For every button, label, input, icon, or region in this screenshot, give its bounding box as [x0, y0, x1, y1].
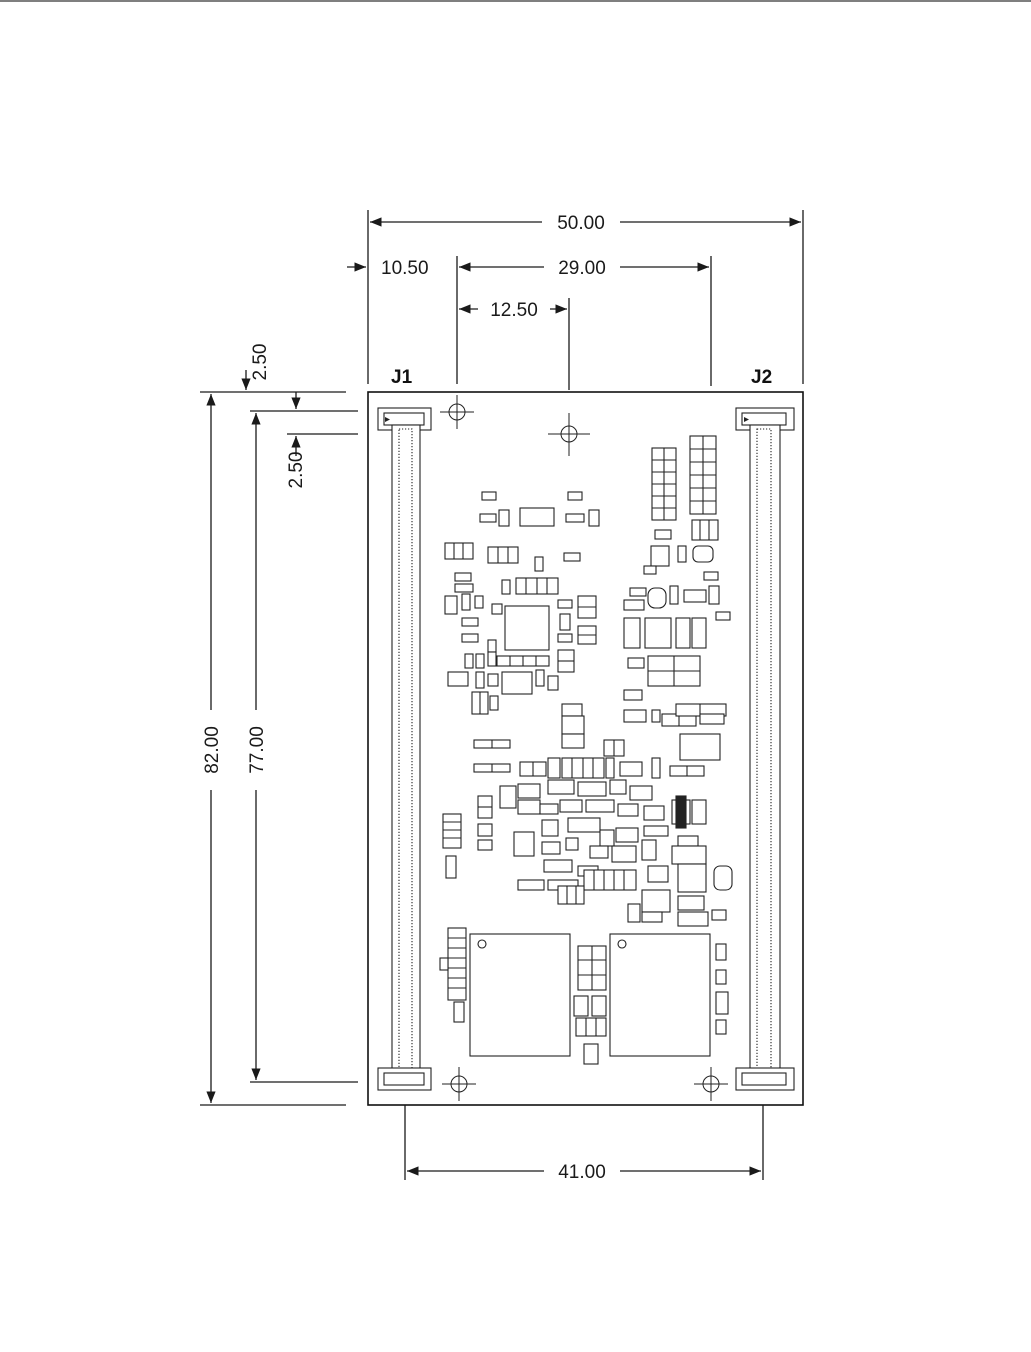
dim-top-margin-upper-label: 2.50 [250, 344, 271, 381]
connector-j1-label: J1 [391, 367, 413, 388]
dim-connector-length-label: 77.00 [247, 726, 268, 774]
dim-overall-height-label: 82.00 [202, 726, 223, 774]
dim-extension-lines-left [200, 392, 358, 1105]
connector-j2-label: J2 [751, 367, 772, 388]
dim-center-hole-offset-label: 12.50 [490, 300, 538, 321]
dim-hole-spacing-top-label: 29.00 [558, 258, 606, 279]
dim-top-margin-lower-label: 2.50 [286, 452, 307, 489]
dim-overall-width [368, 210, 803, 384]
dim-overall-width-label: 50.00 [557, 213, 605, 234]
dim-hole-left-offset-label: 10.50 [381, 258, 429, 279]
dim-bottom-hole-spacing-label: 41.00 [558, 1162, 606, 1183]
